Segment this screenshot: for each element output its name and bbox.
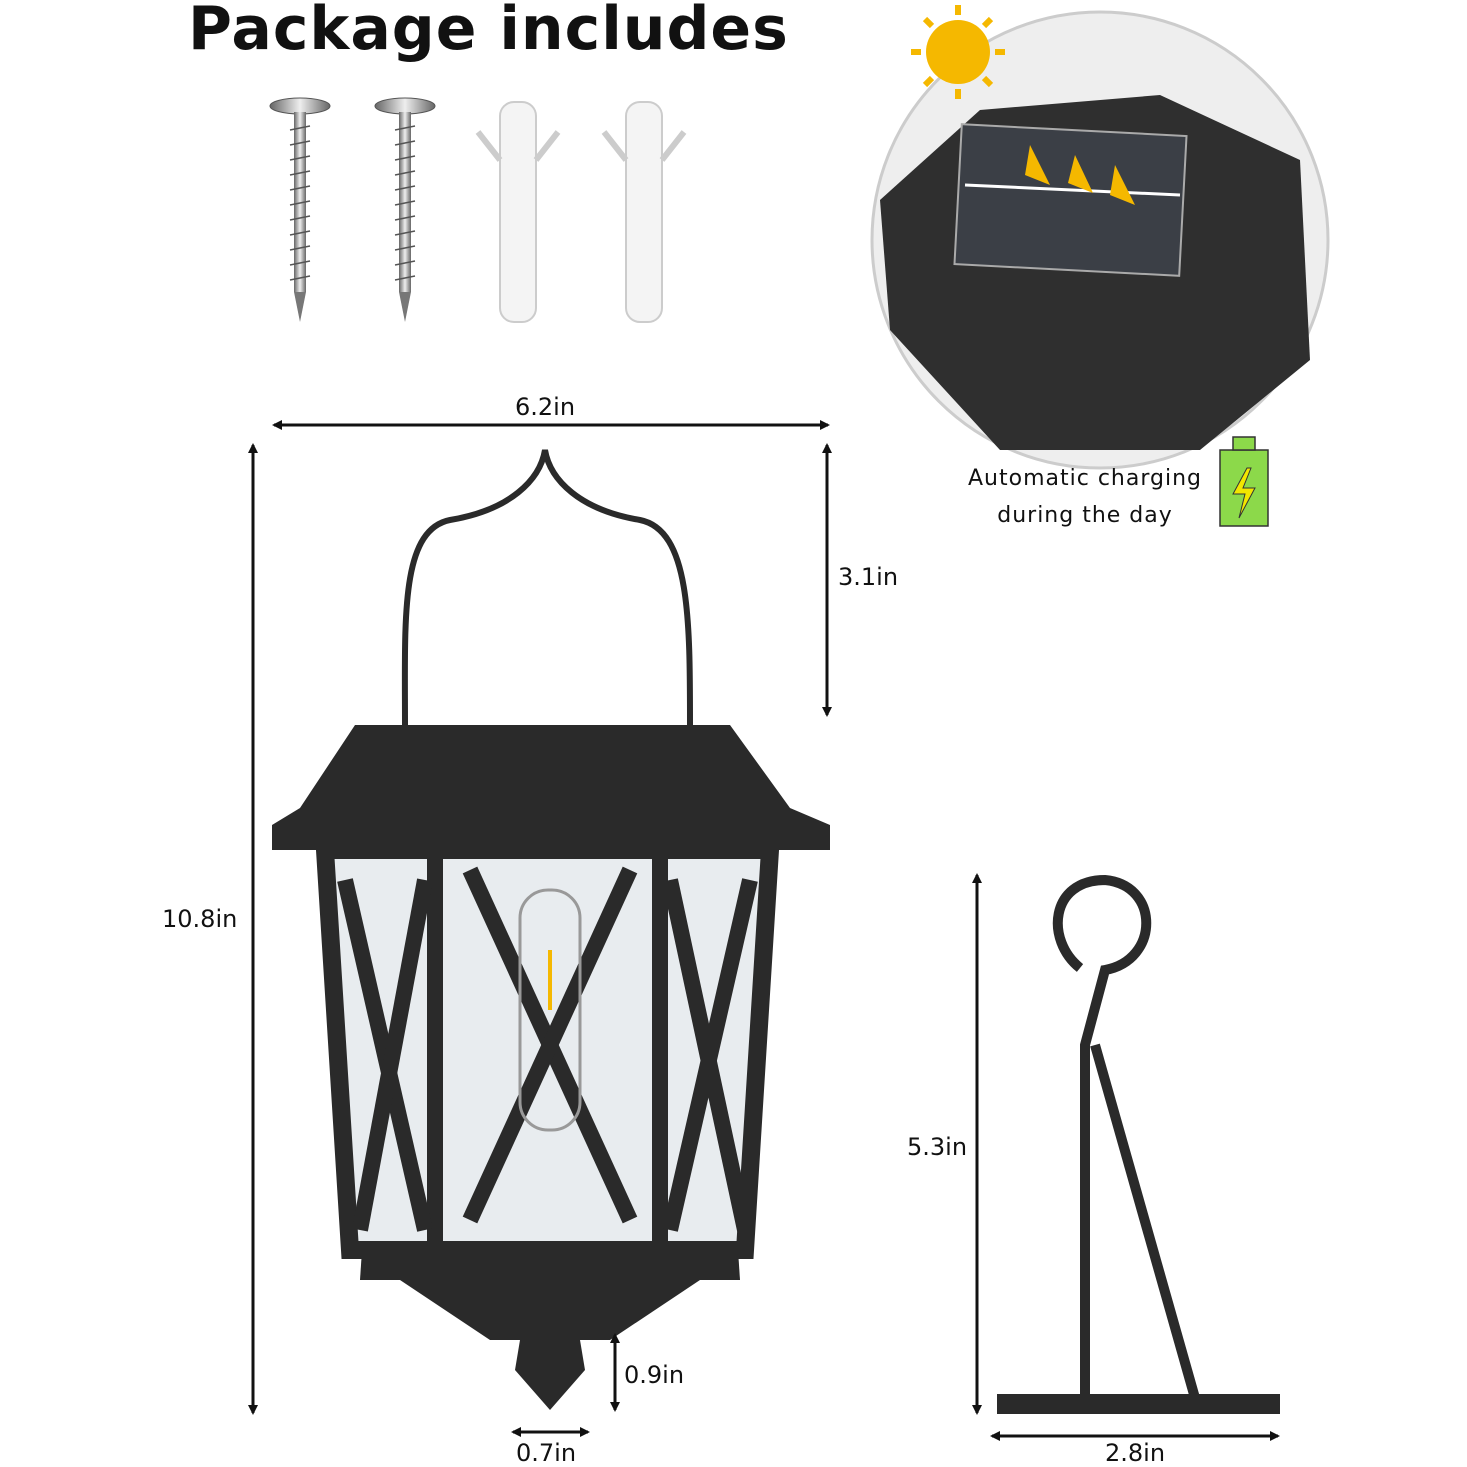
bracket-height-label: 5.3in [907, 1133, 968, 1161]
bracket-base-plate [997, 1394, 1280, 1414]
sun-icon [911, 5, 1005, 99]
finial-height-label: 0.9in [624, 1361, 685, 1389]
solar-panel-closeup [870, 10, 1330, 470]
wall-anchor-icon [601, 101, 687, 323]
handle-height-label: 3.1in [838, 563, 899, 591]
dimension-arrows [248, 420, 1280, 1441]
wall-anchor-icon [475, 101, 561, 323]
page-title: Package includes [188, 0, 789, 64]
screw-icon [374, 97, 436, 322]
charging-caption-line2: during the day [997, 503, 1173, 528]
hanging-bracket-image [1052, 874, 1200, 1400]
lantern-image [272, 449, 830, 1410]
charging-caption-line1: Automatic charging [968, 466, 1202, 491]
finial-width-label: 0.7in [516, 1439, 577, 1467]
battery-charging-icon [1219, 436, 1269, 527]
screw-icon [269, 97, 331, 322]
charging-caption: Automatic charging during the day [955, 460, 1215, 534]
total-height-label: 10.8in [162, 905, 238, 933]
lantern-width-label: 6.2in [515, 393, 576, 421]
bracket-width-label: 2.8in [1105, 1439, 1166, 1467]
